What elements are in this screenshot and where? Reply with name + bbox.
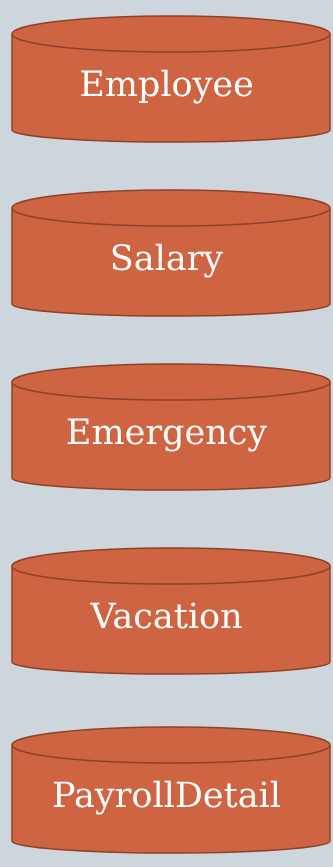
database-cylinder-icon	[11, 189, 331, 317]
database-cylinder-icon	[11, 15, 331, 143]
database-label: Salary	[109, 239, 224, 279]
database-cylinder-icon	[11, 363, 331, 491]
database-label: Employee	[79, 65, 254, 105]
database-cylinder-icon	[11, 547, 331, 675]
database-cylinder-icon	[11, 726, 331, 854]
database-label: Vacation	[90, 597, 243, 637]
database-label: PayrollDetail	[52, 776, 281, 816]
database-label: Emergency	[65, 413, 268, 453]
